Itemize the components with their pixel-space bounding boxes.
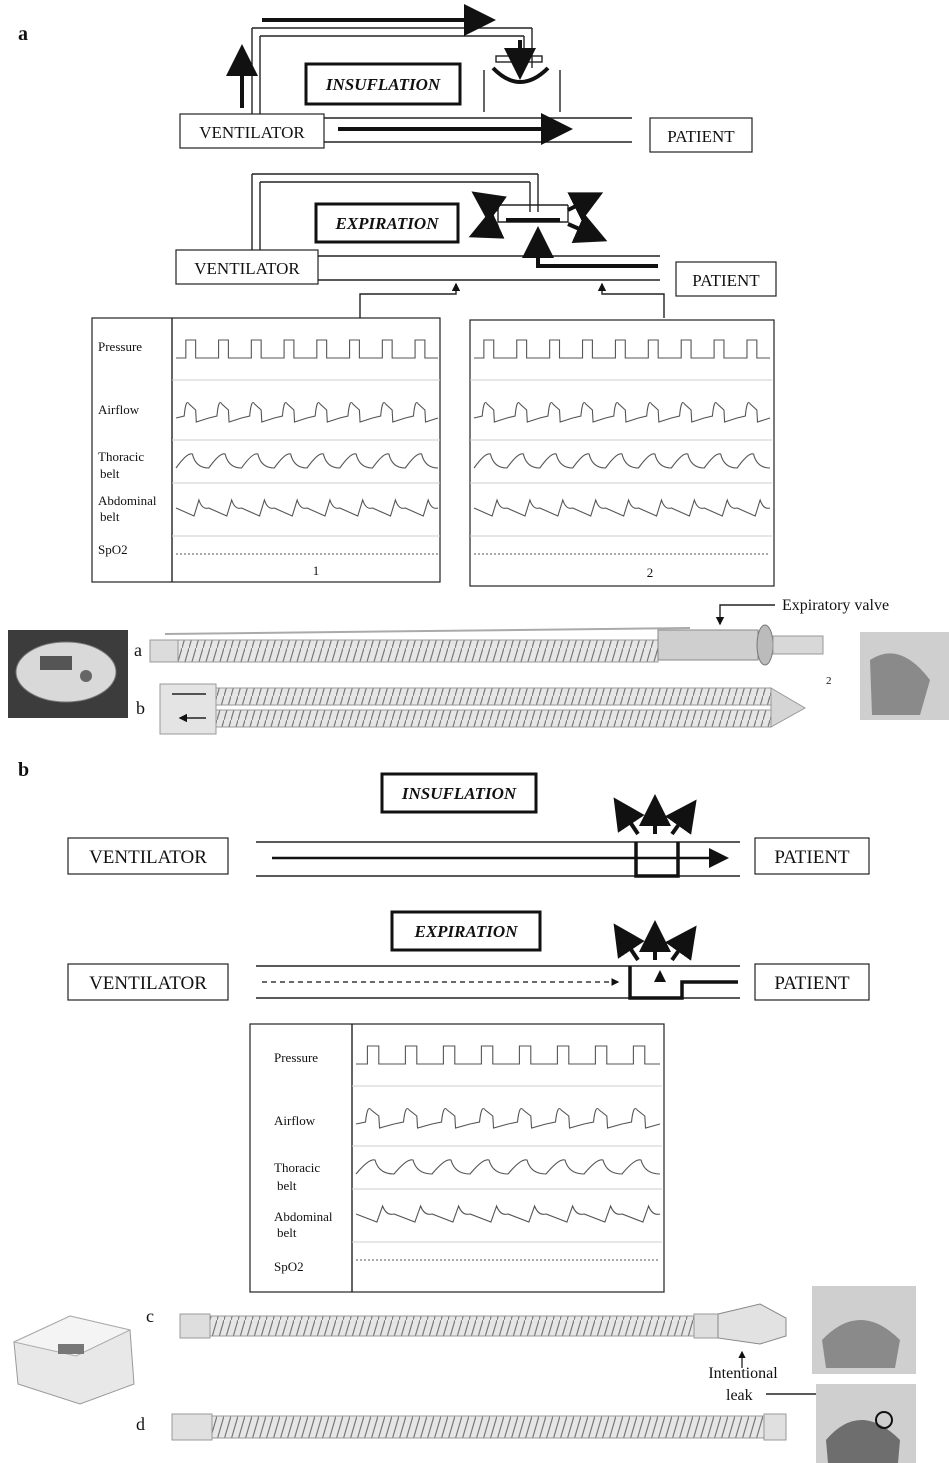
b-channel-pressure: Pressure xyxy=(274,1050,318,1065)
panel-b-ventilator-box-2 xyxy=(67,963,229,1001)
a1-channel-spo2: SpO2 xyxy=(98,542,128,557)
b-channel-abdominal: Abdominal xyxy=(274,1209,333,1224)
panel-b-ventilator-label-1: VENTILATOR xyxy=(89,847,207,868)
tube-d-photo xyxy=(211,1415,765,1439)
panel-b-photo-row: c d Intentional leak xyxy=(12,1286,916,1463)
pressure-trace xyxy=(474,339,770,359)
panel-b-expiration-diagram: EXPIRATION VENTILATOR PATIENT xyxy=(67,910,870,1001)
panel-b-insufflation-box xyxy=(380,772,538,814)
a2-chart-number: 2 xyxy=(647,565,654,580)
tube-row-c-label: c xyxy=(146,1306,154,1326)
panel-b-label: b xyxy=(18,759,29,781)
panel-a-label: a xyxy=(18,23,28,45)
tube-row-a-label: a xyxy=(134,640,142,660)
thoracic-belt-trace xyxy=(175,453,439,469)
airflow-trace xyxy=(473,401,771,423)
airflow-trace xyxy=(175,401,439,423)
tube-b-lower-photo xyxy=(215,709,772,728)
b-channel-spo2: SpO2 xyxy=(274,1259,304,1274)
tube-c-photo xyxy=(209,1315,695,1337)
panel-b-insufflation-diagram: INSUFLATION VENTILATOR PATIENT xyxy=(67,772,870,878)
panel-a-patient-box-2 xyxy=(675,261,777,297)
b-channel-thoracic-belt: belt xyxy=(277,1178,297,1193)
b-channel-abdominal-belt: belt xyxy=(277,1225,297,1240)
panel-a-recording-chart-2: 2 xyxy=(469,319,775,587)
intentional-leak-line1: Intentional xyxy=(708,1365,778,1382)
thoracic-belt-trace xyxy=(473,453,771,469)
panel-a-ventilator-label-1: VENTILATOR xyxy=(199,123,305,142)
thoracic-belt-trace xyxy=(355,1159,661,1175)
panel-b-recording-chart: Pressure Airflow Thoracic belt Abdominal… xyxy=(249,1023,665,1293)
panel-b-expiration-label: EXPIRATION xyxy=(414,922,519,941)
panel-b-ventilator-label-2: VENTILATOR xyxy=(89,973,207,994)
panel-b-patient-label-2: PATIENT xyxy=(774,973,850,994)
a1-channel-abdominal-belt: belt xyxy=(100,509,120,524)
airflow-trace xyxy=(355,1107,661,1129)
panel-a-expiration-label: EXPIRATION xyxy=(335,214,440,233)
panel-a-expiration-diagram: EXPIRATION VENTILATOR PATIENT xyxy=(175,173,777,318)
abdominal-belt-trace xyxy=(473,498,771,517)
panel-a-patient-label-1: PATIENT xyxy=(667,127,735,146)
pressure-trace xyxy=(356,1045,660,1065)
tube-row-d-label: d xyxy=(136,1414,145,1434)
a1-channel-pressure: Pressure xyxy=(98,339,142,354)
panel-b-expiration-box xyxy=(390,910,542,952)
a1-channel-thoracic-belt: belt xyxy=(100,466,120,481)
panel-a-recording-chart-1: Pressure Airflow Thoracic belt Abdominal… xyxy=(91,317,441,583)
panel-b-patient-box-1 xyxy=(754,837,870,875)
panel-a-ventilator-label-2: VENTILATOR xyxy=(194,259,300,278)
tube-b-upper-photo xyxy=(215,687,772,706)
panel-a-ventilator-box-2 xyxy=(175,249,319,285)
tube-row-b-label: b xyxy=(136,698,145,718)
panel-b-patient-box-2 xyxy=(754,963,870,1001)
expiratory-valve-label: Expiratory valve xyxy=(782,597,889,614)
b-channel-thoracic: Thoracic xyxy=(274,1160,320,1175)
intentional-leak-connector-photo xyxy=(717,1303,787,1345)
pressure-trace xyxy=(176,339,438,359)
a1-chart-number: 1 xyxy=(313,563,320,578)
b-channel-airflow: Airflow xyxy=(274,1113,316,1128)
intentional-leak-line2: leak xyxy=(726,1387,753,1404)
abdominal-belt-trace xyxy=(355,1204,661,1223)
panel-a-insufflation-diagram: INSUFLATION VENTILATOR PATIENT xyxy=(179,4,753,153)
panel-a-patient-box-1 xyxy=(649,117,753,153)
panel-a-insufflation-label: INSUFLATION xyxy=(325,75,441,94)
panel-a-photo-row: a b Expiratory valve 2 xyxy=(8,597,949,735)
panel-a-patient-label-2: PATIENT xyxy=(692,271,760,290)
panel-a-ventilator-box-1 xyxy=(179,113,325,149)
panel-a-expiration-box xyxy=(314,202,460,244)
panel-a-insufflation-box xyxy=(304,62,462,106)
a1-channel-airflow: Airflow xyxy=(98,402,140,417)
a1-channel-abdominal: Abdominal xyxy=(98,493,157,508)
tube-mark: 2 xyxy=(826,675,832,687)
intentional-leak-marker xyxy=(875,1411,893,1429)
abdominal-belt-trace xyxy=(175,498,439,517)
panel-b-insufflation-label: INSUFLATION xyxy=(401,784,517,803)
a1-channel-thoracic: Thoracic xyxy=(98,449,144,464)
tube-a-photo xyxy=(177,639,659,663)
panel-b-ventilator-box-1 xyxy=(67,837,229,875)
panel-b-patient-label-1: PATIENT xyxy=(774,847,850,868)
